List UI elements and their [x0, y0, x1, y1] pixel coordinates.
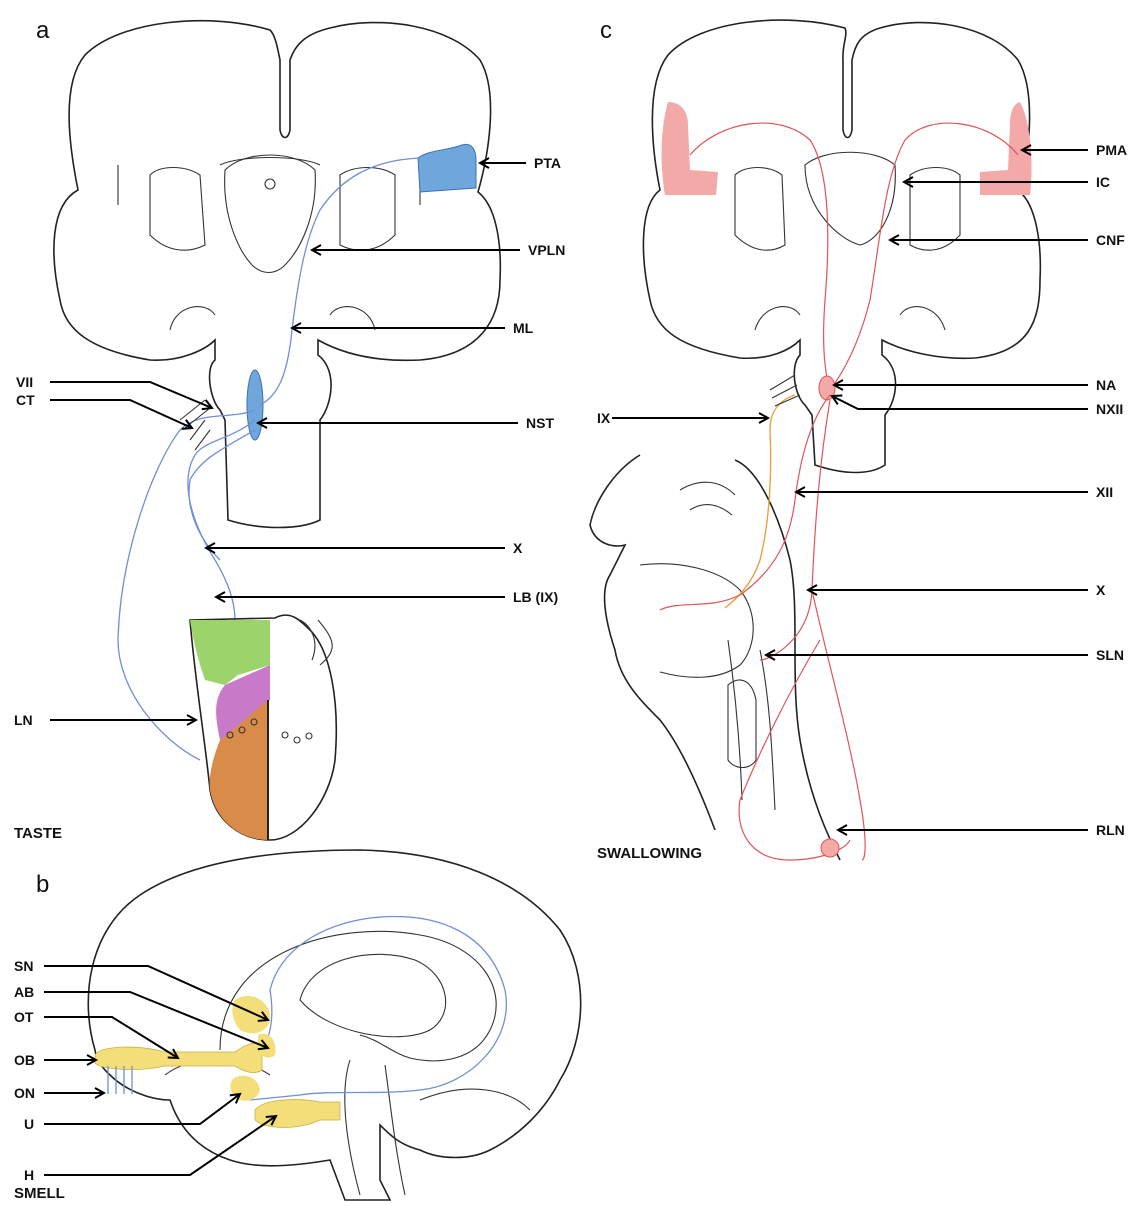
olfactory-nerve-fibres: [108, 1066, 132, 1094]
basal-ganglia-right-c: [910, 168, 960, 251]
oral-cavity: [640, 564, 753, 678]
label-vpln: VPLN: [528, 242, 565, 258]
larynx: [728, 680, 756, 768]
ventricle-top: [220, 158, 320, 166]
label-xii: XII: [1096, 484, 1113, 500]
label-ml: ML: [513, 320, 534, 336]
brain-sagittal-section: [88, 850, 580, 1200]
thalamus-c: [805, 152, 895, 245]
olfactory-bulb-tract: [95, 1043, 262, 1073]
temporal-lobe-right: [330, 307, 375, 330]
cranial-nerve-stubs-c: [770, 375, 800, 406]
epiglottis: [300, 620, 332, 665]
label-ic: IC: [1096, 174, 1110, 190]
panel-a: a TASTE PTA: [14, 17, 565, 842]
panel-b-title: SMELL: [14, 1185, 65, 1202]
panel-b-letter: b: [36, 871, 49, 898]
third-ventricle: [265, 179, 275, 189]
label-ln: LN: [14, 712, 33, 728]
label-ct: CT: [16, 392, 35, 408]
label-nxii: NXII: [1096, 401, 1123, 417]
label-ot: OT: [14, 1009, 34, 1025]
panel-b: b SMELL SN AB OT OB ON U H: [14, 850, 581, 1202]
hippocampus: [255, 1100, 340, 1128]
label-h: H: [24, 1167, 34, 1183]
primary-taste-area: [418, 144, 476, 192]
label-u: U: [24, 1116, 34, 1132]
panel-c-letter: c: [600, 17, 612, 44]
label-x: X: [513, 540, 523, 556]
tongue-region-posterior: [190, 620, 238, 685]
arrow-ct: [50, 400, 192, 428]
corticobulbar-right: [830, 123, 1018, 390]
label-lb: LB (IX): [513, 589, 558, 605]
label-rln: RLN: [1096, 822, 1125, 838]
brain-coronal-section-c: [643, 20, 1040, 472]
glossopharyngeal-path: [725, 395, 795, 608]
lateral-ventricle: [300, 954, 446, 1036]
temporal-lobe-left-c: [755, 307, 800, 330]
head-sagittal-profile: [590, 455, 840, 860]
temporal-lobe-left: [170, 307, 215, 330]
recurrent-laryngeal-loop: [821, 839, 839, 857]
label-cnf: CNF: [1096, 232, 1125, 248]
basal-ganglia-left: [150, 168, 205, 251]
label-ab: AB: [14, 984, 34, 1000]
temporal-lobe-right-c: [900, 307, 945, 330]
label-na: NA: [1096, 377, 1116, 393]
label-on: ON: [14, 1085, 35, 1101]
label-sn: SN: [14, 958, 33, 974]
recurrent-laryngeal-path: [739, 590, 865, 860]
label-sln: SLN: [1096, 647, 1124, 663]
arrow-nxii: [832, 396, 1088, 409]
label-nst: NST: [526, 415, 554, 431]
label-x-c: X: [1096, 582, 1106, 598]
brain-coronal-section: [54, 21, 500, 528]
brainstem-b: [345, 1060, 405, 1195]
basal-ganglia-left-c: [735, 168, 785, 251]
nasal-turbinates: [680, 482, 735, 515]
label-ix: IX: [597, 410, 611, 426]
panel-c-title: SWALLOWING: [597, 845, 702, 862]
label-pma: PMA: [1096, 142, 1127, 158]
thalamus: [225, 155, 316, 273]
pharynx: [728, 640, 775, 810]
cerebellum-line: [420, 1089, 530, 1110]
septal-nucleus: [232, 996, 270, 1033]
panel-c: c SWALLOWING PMA IC CNF: [590, 17, 1127, 862]
panel-a-letter: a: [36, 17, 50, 44]
taste-pathway-x: [189, 430, 255, 560]
hypoglossal-path: [660, 395, 830, 610]
arrow-vii: [50, 382, 212, 408]
panel-a-title: TASTE: [14, 825, 62, 842]
label-ob: OB: [14, 1052, 35, 1068]
label-pta: PTA: [534, 155, 561, 171]
arrow-u: [44, 1094, 240, 1124]
tongue-region-root: [238, 620, 270, 675]
label-vii: VII: [16, 374, 33, 390]
corticobulbar-left: [690, 123, 830, 390]
premotor-area-left: [662, 102, 718, 195]
